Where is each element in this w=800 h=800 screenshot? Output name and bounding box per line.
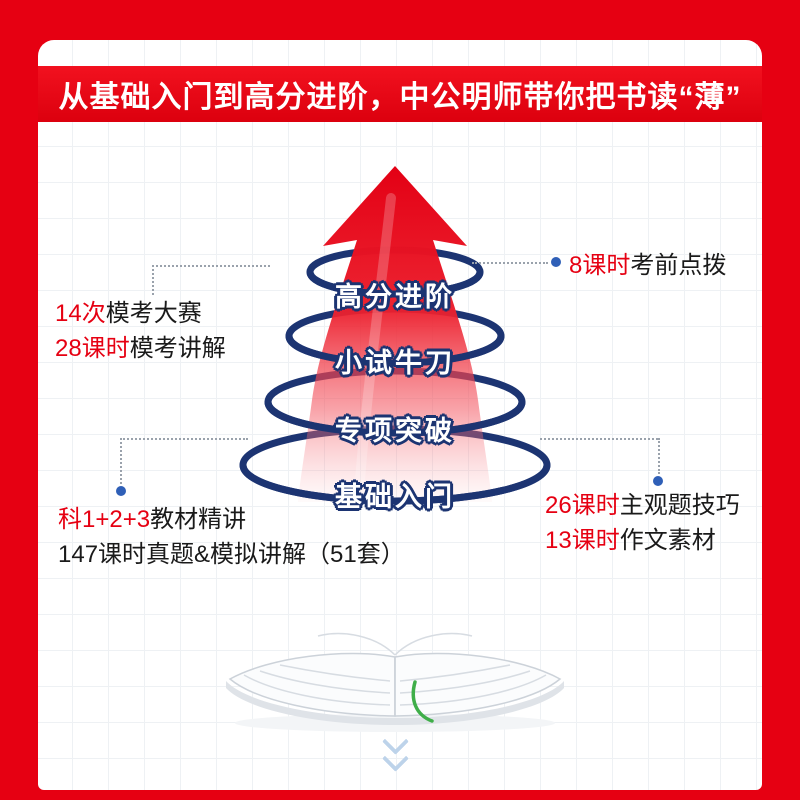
callout-text: 教材精讲 (150, 506, 247, 533)
callout-line: 28课时模考讲解 (55, 331, 226, 366)
callout-line: 13课时作文素材 (545, 523, 740, 558)
callout-connector (120, 438, 248, 440)
callout-hours: 8课时 (569, 252, 631, 279)
callout-dot (551, 257, 561, 267)
callout-connector (472, 262, 548, 264)
growth-arrow-funnel-graphic (239, 166, 551, 505)
callout-text: 147课时真题&模拟讲解（51套） (58, 541, 405, 568)
funnel-level-second: 小试牛刀 (335, 348, 455, 378)
callout-line: 26课时主观题技巧 (545, 488, 740, 523)
callout-subjects: 科1+2+3 (58, 506, 151, 533)
funnel-level-third: 专项突破 (335, 416, 455, 446)
callout-line: 科1+2+3教材精讲 (58, 502, 405, 537)
callout-line: 147课时真题&模拟讲解（51套） (58, 537, 405, 572)
callout-dot (116, 486, 126, 496)
callout-text: 模考大赛 (105, 300, 202, 327)
callout-exam-pointers: 8课时考前点拨 (569, 248, 726, 283)
funnel-level-base: 基础入门 (335, 482, 455, 512)
green-sprout (411, 680, 434, 723)
callout-count: 14次 (55, 300, 106, 327)
callout-line: 14次模考大赛 (55, 296, 226, 331)
callout-mock-exams: 14次模考大赛 28课时模考讲解 (55, 296, 226, 366)
funnel-level-top: 高分进阶 (335, 282, 455, 312)
callout-connector (658, 438, 660, 474)
header-banner: 从基础入门到高分进阶，中公明师带你把书读“薄” (38, 66, 762, 122)
callout-dot (653, 476, 663, 486)
callout-subjective-skills: 26课时主观题技巧 13课时作文素材 (545, 488, 740, 558)
callout-text: 主观题技巧 (619, 492, 740, 519)
callout-textbook-lectures: 科1+2+3教材精讲 147课时真题&模拟讲解（51套） (58, 502, 405, 572)
callout-text: 考前点拨 (630, 252, 727, 279)
callout-hours: 26课时 (545, 492, 620, 519)
callout-text: 作文素材 (619, 527, 716, 554)
callout-hours: 28课时 (55, 335, 130, 362)
callout-connector (120, 438, 122, 484)
callout-connector (152, 265, 270, 267)
callout-hours: 13课时 (545, 527, 620, 554)
red-up-arrow (298, 166, 492, 502)
callout-text: 模考讲解 (129, 335, 226, 362)
callout-connector (540, 438, 658, 440)
open-book-illustration (226, 632, 564, 732)
banner-title: 从基础入门到高分进阶，中公明师带你把书读“薄” (58, 81, 742, 114)
callout-connector (152, 265, 154, 295)
